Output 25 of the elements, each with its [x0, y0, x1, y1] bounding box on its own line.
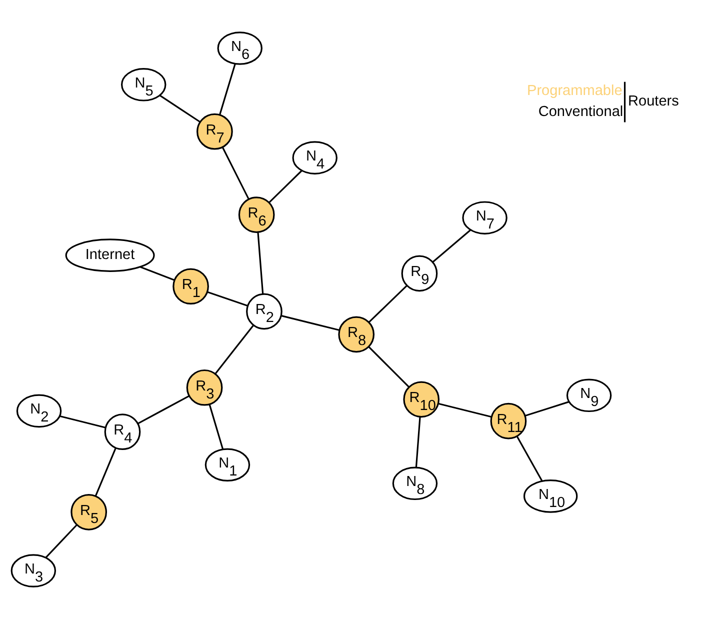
connector [207, 291, 248, 307]
connector [222, 146, 250, 200]
connector [214, 324, 254, 374]
legend-label: Programmable [527, 83, 622, 100]
connector [524, 401, 570, 417]
connector [219, 64, 236, 115]
connector [268, 170, 302, 203]
connector [432, 230, 471, 263]
label: Routers [628, 94, 679, 110]
connector [208, 404, 224, 450]
connector [60, 415, 106, 428]
connector [140, 266, 175, 281]
connector [138, 395, 190, 424]
node-ellipse: Internet [65, 238, 155, 272]
connector [160, 94, 200, 123]
connector [415, 416, 421, 468]
connector [516, 436, 543, 482]
connector [257, 232, 264, 294]
connector [280, 314, 340, 331]
connector [368, 346, 410, 388]
connector [368, 284, 408, 323]
legend-label: Conventional [538, 104, 624, 120]
connector [45, 524, 78, 558]
connector [94, 448, 116, 496]
connector [438, 402, 492, 418]
